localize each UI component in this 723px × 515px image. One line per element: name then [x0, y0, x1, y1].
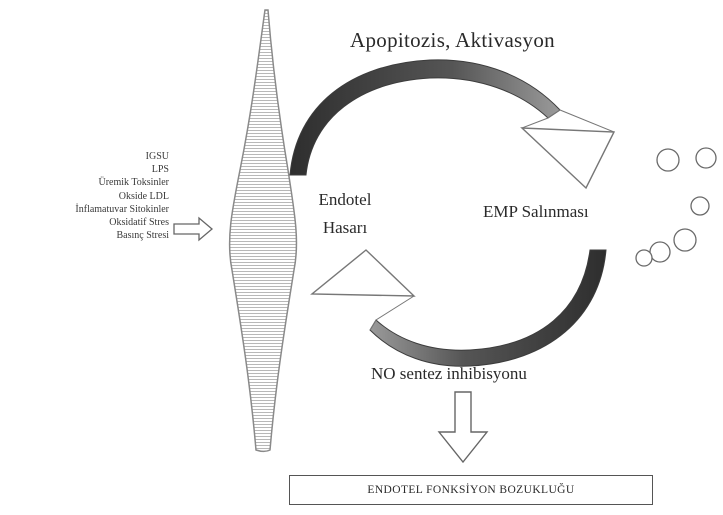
- emp-release-label: EMP Salınması: [483, 202, 589, 222]
- injury-factor-list: IGSU LPS Üremik Toksinler Okside LDL İnf…: [75, 150, 169, 242]
- apoptosis-activation-label: Apopitozis, Aktivasyon: [350, 28, 555, 53]
- microparticle: [696, 148, 716, 168]
- factor-item: Oksidatif Stres: [75, 216, 169, 229]
- cycle-arrow-bottom: [312, 250, 606, 366]
- factor-item: LPS: [75, 163, 169, 176]
- down-arrow: [439, 392, 487, 462]
- microparticle: [674, 229, 696, 251]
- cycle-arrow-top: [290, 60, 614, 188]
- microparticle: [636, 250, 652, 266]
- endothelial-damage-label: Endotel Hasarı: [306, 186, 384, 242]
- endothelial-cell: [230, 10, 297, 452]
- microparticle: [650, 242, 670, 262]
- endothelial-dysfunction-box: ENDOTEL FONKSİYON BOZUKLUĞU: [289, 475, 653, 505]
- factor-item: Üremik Toksinler: [75, 176, 169, 189]
- factor-item: Basınç Stresi: [75, 229, 169, 242]
- factor-item: IGSU: [75, 150, 169, 163]
- factor-item: İnflamatuvar Sitokinler: [75, 203, 169, 216]
- endothelial-damage-line1: Endotel: [306, 186, 384, 214]
- microparticle: [691, 197, 709, 215]
- factor-item: Okside LDL: [75, 190, 169, 203]
- factor-to-cell-arrow: [174, 218, 212, 240]
- endothelial-damage-line2: Hasarı: [306, 214, 384, 242]
- microparticle: [657, 149, 679, 171]
- no-synthesis-inhibition-label: NO sentez inhibisyonu: [371, 364, 527, 384]
- microparticles: [636, 148, 716, 266]
